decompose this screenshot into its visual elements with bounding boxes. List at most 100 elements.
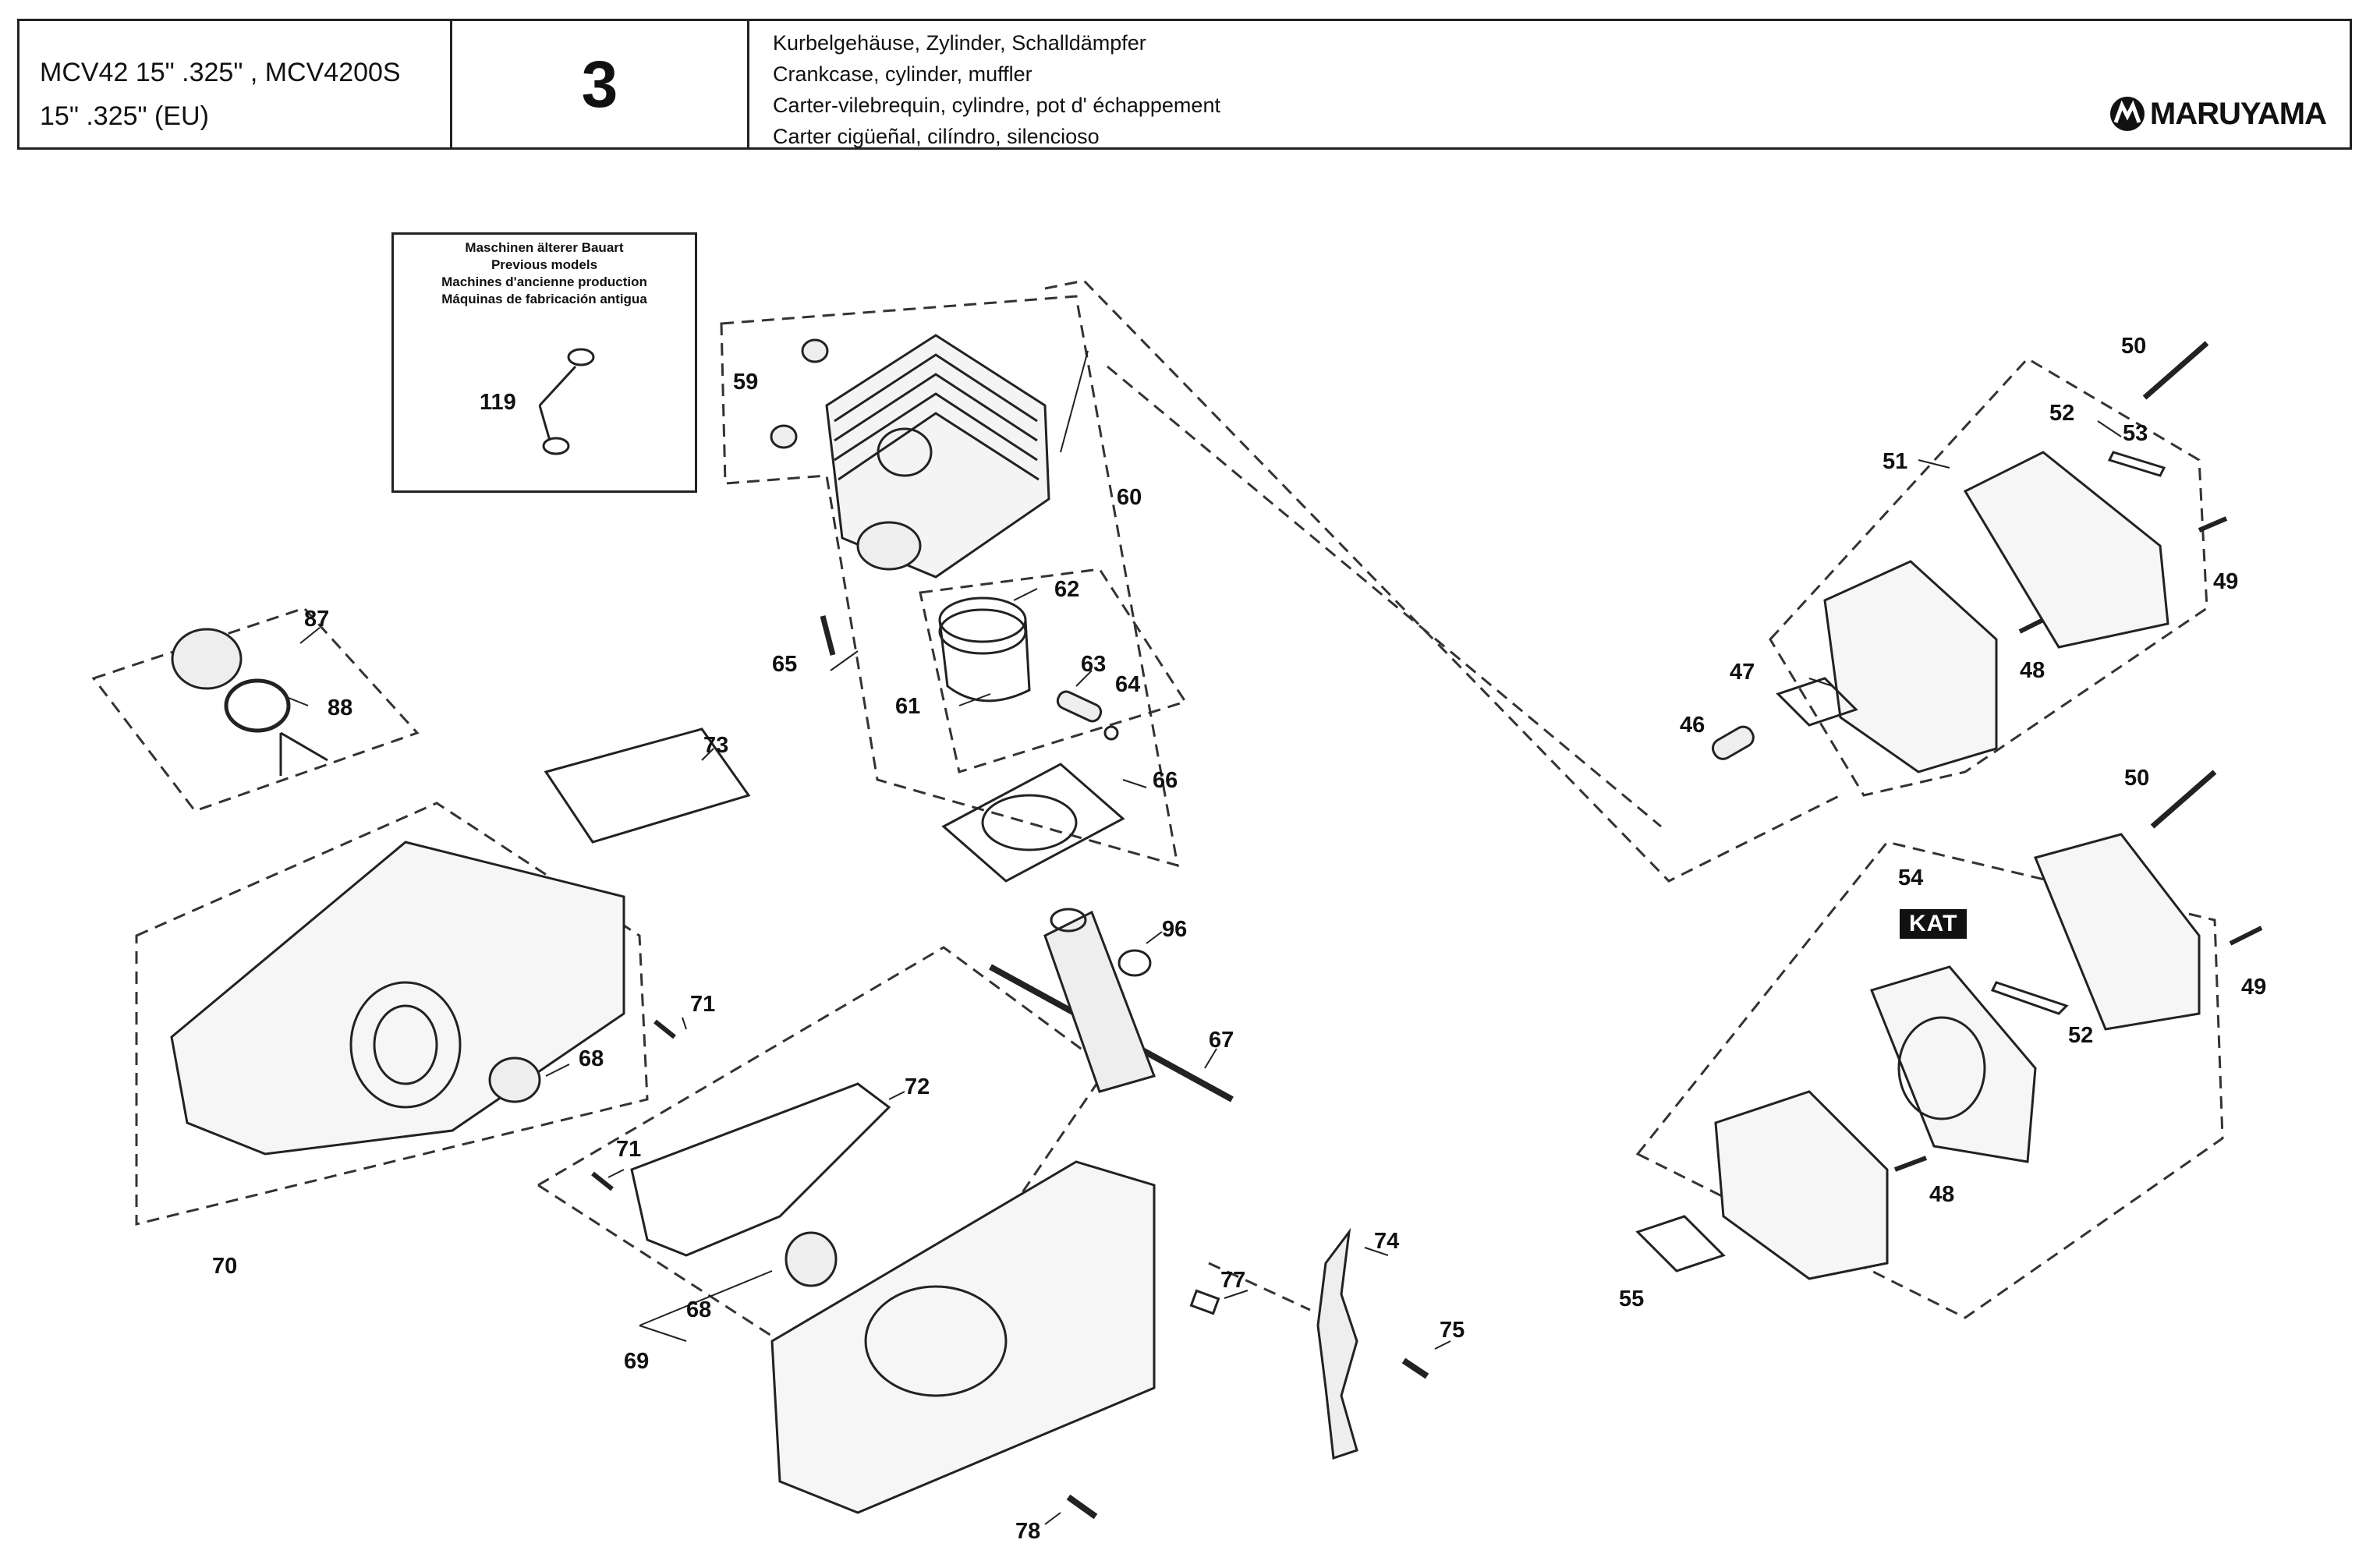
model-line-2: 15" .325" (EU) <box>40 101 209 131</box>
part-number-119: 119 <box>480 390 516 415</box>
part-number-52-lower: 52 <box>2068 1023 2094 1048</box>
inset-line-fr: Machines d'ancienne production <box>441 274 647 289</box>
part-number-77: 77 <box>1220 1268 1246 1293</box>
screw-49-upper-icon <box>2198 516 2228 533</box>
leader-lines <box>288 350 2122 1525</box>
sleeve-46-icon <box>1712 725 1755 760</box>
brand-logo: MARUYAMA <box>2108 94 2327 133</box>
stud-77-icon <box>1189 1289 1220 1315</box>
part-number-87: 87 <box>304 607 330 632</box>
muffler-cover-lower-icon <box>2033 833 2201 1031</box>
screw-65-icon <box>820 615 836 656</box>
brand-logo-icon <box>2109 97 2145 131</box>
part-number-73: 73 <box>703 733 729 758</box>
title-block: MCV42 15" .325" , MCV4200S 15" .325" (EU… <box>17 19 2352 150</box>
spike-bumper-icon <box>1316 1227 1358 1460</box>
plug-lower-icon <box>770 424 798 449</box>
crankshaft-icon <box>989 908 1234 1103</box>
o-ring-icon <box>224 678 291 733</box>
part-number-66: 66 <box>1153 768 1178 793</box>
spring-clip-icon <box>279 731 328 776</box>
exhaust-gasket-47-icon <box>1776 677 1858 727</box>
cylinder-icon <box>825 334 1050 579</box>
pin-lower-icon <box>591 1171 614 1191</box>
part-number-69: 69 <box>624 1349 650 1374</box>
part-number-96: 96 <box>1162 917 1188 942</box>
washer-lower-icon <box>542 437 570 455</box>
muffler-bolt-upper-icon <box>2142 341 2209 400</box>
part-number-54: 54 <box>1898 865 1924 890</box>
page-number: 3 <box>452 21 749 147</box>
part-number-49-upper: 49 <box>2213 569 2239 594</box>
part-number-51: 51 <box>1883 449 1908 474</box>
part-number-49-lower: 49 <box>2241 975 2267 1000</box>
part-number-68-upper: 68 <box>579 1046 604 1071</box>
part-number-75: 75 <box>1440 1318 1465 1343</box>
muffler-body-icon <box>1823 560 1998 773</box>
title-fr: Carter-vilebrequin, cylindre, pot d' éch… <box>773 94 1220 117</box>
model-cell: MCV42 15" .325" , MCV4200S 15" .325" (EU… <box>19 21 452 147</box>
part-number-61: 61 <box>895 694 921 719</box>
title-en: Crankcase, cylinder, muffler <box>773 62 1032 86</box>
title-cell: Kurbelgehäuse, Zylinder, Schalldämpfer C… <box>749 21 2350 148</box>
washer-upper-icon <box>567 348 595 366</box>
part-outlines <box>170 334 2263 1520</box>
part-number-52-upper: 52 <box>2049 401 2075 426</box>
inset-line-de: Maschinen älterer Bauart <box>465 240 624 255</box>
piston-pin-icon <box>1056 690 1103 723</box>
needle-bearing-icon <box>1117 949 1152 977</box>
part-number-88: 88 <box>328 696 353 720</box>
part-number-47: 47 <box>1730 660 1755 685</box>
screw-48-lower-icon <box>1893 1156 1928 1172</box>
model-line-1: MCV42 15" .325" , MCV4200S <box>40 58 401 87</box>
deflector-52-lower-icon <box>1990 981 2069 1015</box>
part-number-65: 65 <box>772 652 798 677</box>
title-es: Carter cigüeñal, cilíndro, silencioso <box>773 125 1100 148</box>
part-number-46: 46 <box>1680 713 1705 738</box>
inset-line-en: Previous models <box>491 257 598 272</box>
circlip-icon <box>1103 725 1119 741</box>
brand-name: MARUYAMA <box>2149 97 2327 131</box>
muffler-bolt-lower-icon <box>2150 770 2217 829</box>
crankcase-left-icon <box>170 841 625 1156</box>
bearing-left-icon <box>488 1057 541 1103</box>
bearing-right-icon <box>785 1231 838 1287</box>
piston-icon <box>938 596 1031 703</box>
deflector-53-icon <box>2107 451 2166 477</box>
part-number-48-upper: 48 <box>2020 658 2045 683</box>
part-number-63: 63 <box>1081 652 1107 677</box>
crankcase-gasket-icon <box>630 1082 891 1257</box>
part-number-68-lower: 68 <box>686 1297 712 1322</box>
part-number-53: 53 <box>2123 421 2148 446</box>
cylinder-gasket-icon <box>941 763 1125 883</box>
part-number-48-lower: 48 <box>1929 1182 1955 1207</box>
screw-75-icon <box>1401 1357 1429 1379</box>
part-number-64: 64 <box>1115 672 1141 697</box>
part-number-50-upper: 50 <box>2121 334 2147 359</box>
part-number-78: 78 <box>1015 1519 1041 1544</box>
part-number-71-upper: 71 <box>690 992 716 1017</box>
part-number-55: 55 <box>1619 1287 1645 1311</box>
starter-pulley-icon <box>171 628 243 690</box>
screw-48-upper-icon <box>2018 618 2045 634</box>
cover-gasket-icon <box>544 727 751 844</box>
part-number-70: 70 <box>212 1254 238 1279</box>
pin-upper-icon <box>653 1019 676 1039</box>
grouping-dashed-lines <box>91 279 2224 1343</box>
kat-badge: KAT <box>1900 909 1968 939</box>
title-de: Kurbelgehäuse, Zylinder, Schalldämpfer <box>773 31 1146 55</box>
part-number-67: 67 <box>1209 1028 1234 1053</box>
muffler-body-lower-icon <box>1714 1090 1889 1280</box>
crankcase-right-icon <box>770 1160 1156 1514</box>
part-number-74: 74 <box>1374 1229 1400 1254</box>
screw-49-lower-icon <box>2229 926 2263 946</box>
part-number-60: 60 <box>1117 485 1142 510</box>
part-number-50-lower: 50 <box>2124 766 2150 791</box>
plug-upper-icon <box>801 338 829 363</box>
part-number-71-lower: 71 <box>616 1137 642 1162</box>
catalytic-converter-icon <box>1869 965 2037 1163</box>
part-number-62: 62 <box>1054 577 1080 602</box>
part-number-59: 59 <box>733 370 759 395</box>
screw-78-icon <box>1066 1494 1098 1520</box>
